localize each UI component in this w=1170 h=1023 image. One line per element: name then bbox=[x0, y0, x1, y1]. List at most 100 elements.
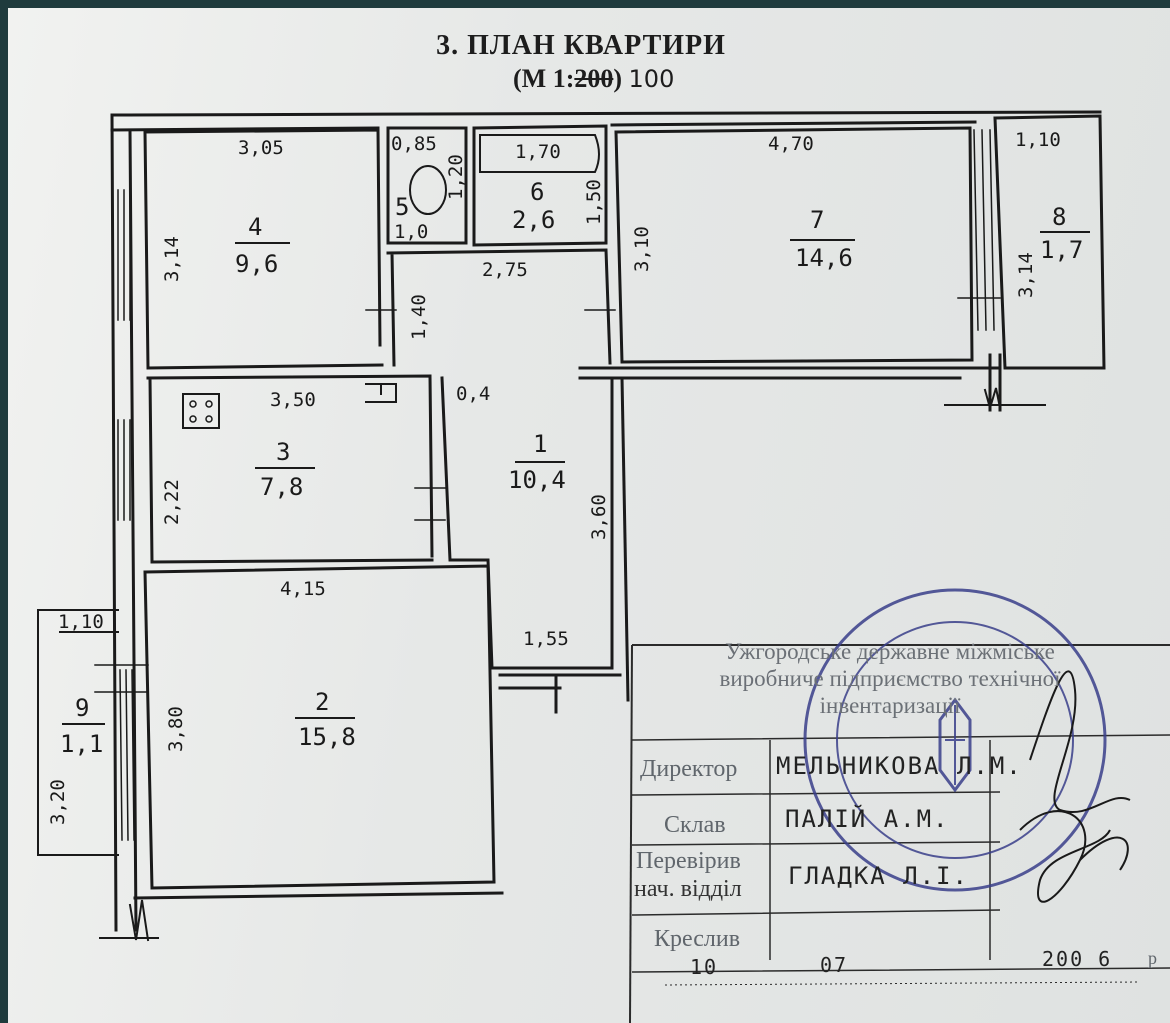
dim-room3-width: 3,50 bbox=[270, 389, 316, 411]
trident-emblem bbox=[938, 697, 972, 793]
room-1-area: 10,4 bbox=[508, 466, 566, 494]
date-month: 07 bbox=[820, 953, 849, 977]
outer-wall-left bbox=[110, 113, 138, 932]
room-4-walls bbox=[143, 128, 384, 370]
document-sheet bbox=[8, 8, 1170, 1023]
dim-room1-height: 3,60 bbox=[588, 494, 610, 540]
date-dotted-line bbox=[664, 981, 1141, 986]
room-8-walls bbox=[993, 114, 1106, 370]
room-2-walls bbox=[143, 564, 496, 890]
dim-room7-width: 4,70 bbox=[768, 133, 814, 155]
stamp-column-lines bbox=[769, 740, 991, 960]
stove-icon bbox=[182, 393, 220, 429]
room-4-area: 9,6 bbox=[235, 250, 278, 278]
drawn-label: Креслив bbox=[654, 926, 741, 952]
room-1-right-wall bbox=[620, 376, 630, 702]
date-day: 10 bbox=[690, 955, 719, 979]
bathtub-icon bbox=[479, 134, 600, 173]
room-1-number: 1 bbox=[533, 430, 547, 458]
room-7-number: 7 bbox=[810, 206, 824, 234]
plan-scale: (М 1:200) 100 bbox=[513, 64, 674, 94]
scale-prefix: (М 1: bbox=[513, 64, 575, 93]
org-line-2: виробниче підприємство технічної bbox=[719, 666, 1061, 691]
room-7-area: 14,6 bbox=[795, 244, 853, 272]
window-room-4 bbox=[117, 189, 131, 321]
outer-wall-bottom bbox=[133, 891, 504, 900]
room-1-walls bbox=[440, 376, 614, 670]
room-2-number: 2 bbox=[315, 688, 329, 716]
composed-label: Склав bbox=[664, 812, 726, 838]
window-room-2 bbox=[119, 669, 135, 841]
stamp-left-border bbox=[629, 644, 633, 1023]
sink-icon bbox=[365, 383, 397, 403]
room-6-walls bbox=[472, 124, 608, 247]
toilet-icon bbox=[409, 165, 447, 215]
window-room-7 bbox=[973, 129, 995, 331]
room-3-number: 3 bbox=[276, 438, 290, 466]
dim-corridor-height: 1,40 bbox=[408, 294, 430, 340]
dim-room9-width: 1,10 bbox=[58, 611, 104, 633]
dim-room4-height: 3,14 bbox=[161, 236, 183, 282]
room-2-area: 15,8 bbox=[298, 723, 356, 751]
room-5-walls bbox=[386, 126, 468, 245]
signature bbox=[1019, 670, 1131, 903]
director-label: Директор bbox=[640, 756, 738, 782]
wall-below-room-7 bbox=[578, 353, 1002, 412]
dim-room2-height: 3,80 bbox=[165, 706, 187, 752]
stamp-organization: Ужгородське державне міжміське виробниче… bbox=[640, 638, 1140, 719]
org-line-3: інвентаризації bbox=[819, 693, 961, 718]
director-value: МЕЛЬНИКОВА Л.М. bbox=[776, 752, 1023, 780]
outer-wall-top bbox=[110, 110, 1102, 117]
dim-doorway: 0,4 bbox=[456, 383, 490, 405]
room-3-walls bbox=[146, 374, 434, 564]
dim-room7-height: 3,10 bbox=[631, 226, 653, 272]
room-5-area: 1,0 bbox=[394, 221, 428, 243]
plan-title: 3. ПЛАН КВАРТИРИ bbox=[436, 30, 726, 61]
dim-room3-height: 2,22 bbox=[161, 479, 183, 525]
dim-room6-height: 1,50 bbox=[583, 179, 605, 225]
room-3-area: 7,8 bbox=[260, 473, 303, 501]
room-9-number: 9 bbox=[75, 694, 89, 722]
date-suffix: р bbox=[1148, 948, 1157, 968]
dim-room5-height: 1,20 bbox=[445, 154, 467, 200]
burner-icon bbox=[205, 415, 213, 423]
dim-entrance-width: 1,55 bbox=[523, 628, 569, 650]
room-6-area: 2,6 bbox=[512, 206, 555, 234]
wall-break-mark bbox=[99, 899, 159, 942]
dim-room6-width: 1,70 bbox=[515, 141, 561, 163]
dim-room8-height: 3,14 bbox=[1015, 252, 1037, 298]
window-room-3 bbox=[117, 419, 131, 521]
org-line-1: Ужгородське державне міжміське bbox=[725, 639, 1055, 664]
dim-room9-height: 3,20 bbox=[47, 779, 69, 825]
department-label: нач. відділ bbox=[634, 876, 742, 902]
dim-room8-width: 1,10 bbox=[1015, 129, 1061, 151]
room-8-area: 1,7 bbox=[1040, 236, 1083, 264]
scale-crossed: 200 bbox=[574, 64, 614, 93]
date-year: 200 6 bbox=[1042, 947, 1113, 971]
burner-icon bbox=[189, 415, 197, 423]
scale-handwritten: 100 bbox=[628, 65, 675, 93]
wall-break-mark bbox=[944, 387, 1046, 412]
inner-wall-top bbox=[110, 120, 977, 132]
dimension-ticks bbox=[94, 297, 1001, 693]
composed-value: ПАЛІЙ А.М. bbox=[785, 805, 950, 833]
round-seal bbox=[803, 588, 1107, 892]
dim-room4-width: 3,05 bbox=[238, 137, 284, 159]
dim-room2-width: 4,15 bbox=[280, 578, 326, 600]
checked-value: ГЛАДКА Л.І. bbox=[788, 862, 969, 890]
room-6-number: 6 bbox=[530, 178, 544, 206]
room-9-walls bbox=[37, 609, 119, 856]
room-9-area: 1,1 bbox=[60, 730, 103, 758]
scale-suffix: ) bbox=[613, 64, 623, 93]
burner-icon bbox=[189, 400, 197, 408]
dim-room5-width: 0,85 bbox=[391, 133, 437, 155]
entrance-wall bbox=[498, 673, 622, 714]
room-7-walls bbox=[614, 126, 974, 364]
room-5-number: 5 bbox=[395, 193, 409, 221]
corridor-walls bbox=[386, 248, 612, 367]
burner-icon bbox=[205, 400, 213, 408]
room-8-number: 8 bbox=[1052, 203, 1066, 231]
room-4-number: 4 bbox=[248, 213, 262, 241]
dim-corridor-width: 2,75 bbox=[482, 259, 528, 281]
